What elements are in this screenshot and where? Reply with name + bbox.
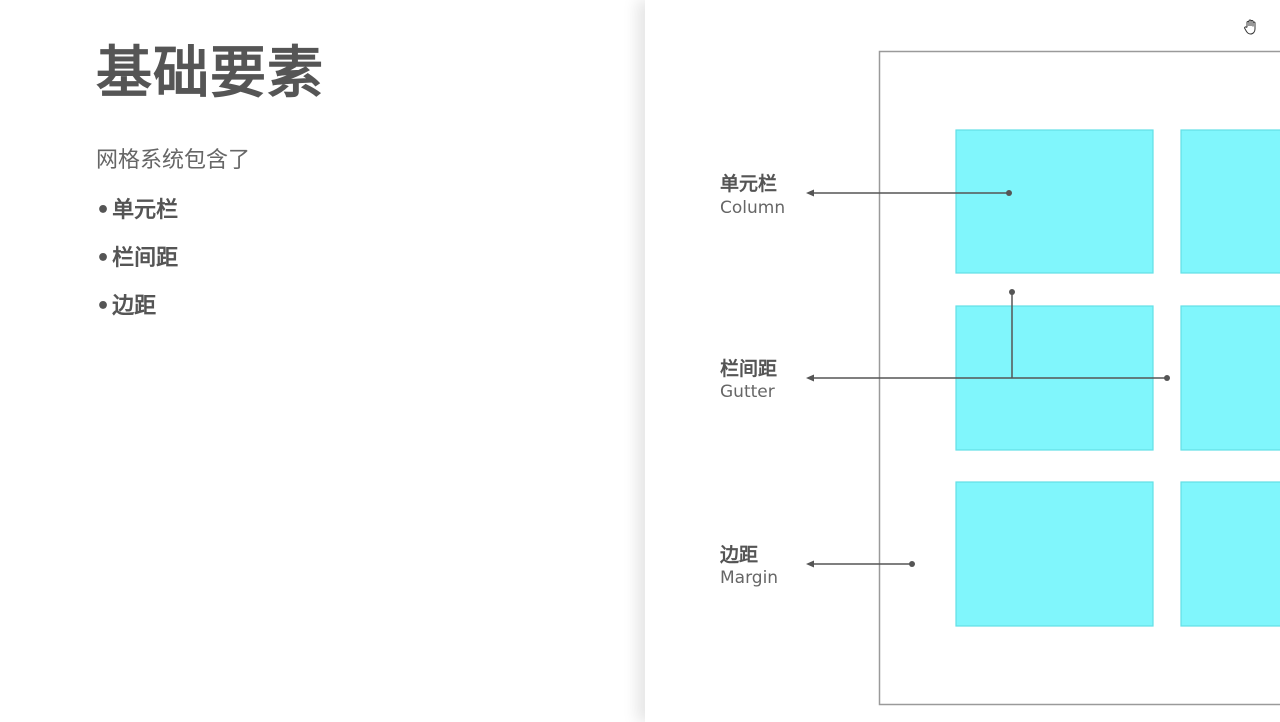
bullet-dot: • — [96, 198, 111, 223]
intro-text: 网格系统包含了 — [96, 148, 251, 173]
column-block — [1180, 305, 1280, 451]
column-block — [1180, 481, 1280, 627]
column-label-cn: 单元栏 — [720, 172, 777, 195]
bullet-text: 单元栏 — [112, 198, 179, 223]
left-panel: 基础要素 网格系统包含了 •单元栏 •栏间距 •边距 — [96, 41, 324, 340]
bullet-text: 边距 — [112, 294, 157, 319]
margin-pointer — [806, 560, 915, 568]
bullet-item-margin: •边距 — [96, 292, 178, 340]
margin-label-en: Margin — [720, 568, 778, 588]
column-label-en: Column — [720, 198, 785, 218]
bullet-list: •单元栏 •栏间距 •边距 — [96, 196, 178, 340]
column-block — [955, 481, 1154, 627]
bullet-item-gutter: •栏间距 — [96, 244, 178, 292]
hand-cursor-icon — [1244, 19, 1256, 35]
gutter-label-cn: 栏间距 — [720, 357, 777, 380]
bullet-dot: • — [96, 294, 111, 319]
column-pointer — [806, 189, 1012, 197]
page-title: 基础要素 — [96, 41, 324, 106]
bullet-text: 栏间距 — [112, 246, 179, 271]
bullet-dot: • — [96, 246, 111, 271]
column-block — [955, 129, 1154, 274]
gutter-label-en: Gutter — [720, 382, 775, 402]
column-block — [1180, 129, 1280, 274]
gutter-pointer — [806, 289, 1170, 382]
margin-label-cn: 边距 — [719, 544, 758, 566]
bullet-item-column: •单元栏 — [96, 196, 178, 244]
